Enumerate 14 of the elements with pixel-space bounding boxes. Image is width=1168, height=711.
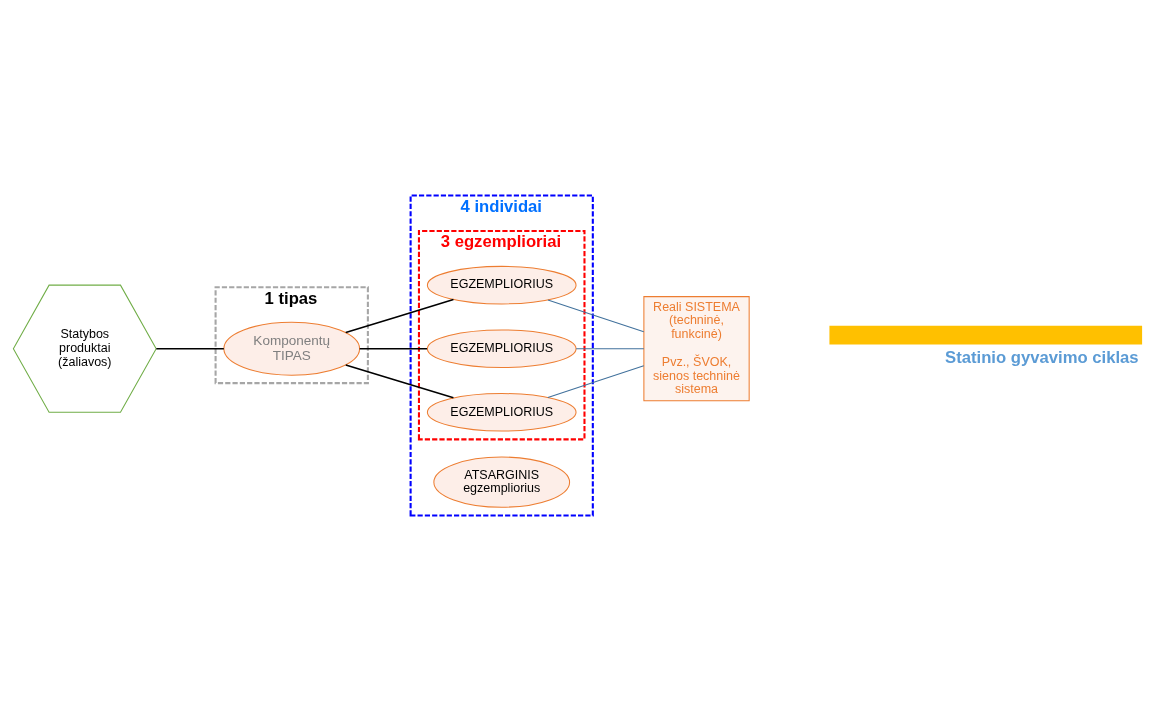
connector (547, 299, 645, 333)
connector (575, 348, 645, 350)
connector (547, 365, 645, 398)
node-ellipse: EGZEMPLIORIUS (426, 329, 577, 368)
connector (345, 364, 455, 399)
connector (358, 347, 428, 350)
node-ellipse: Komponentų TIPAS (223, 321, 361, 376)
node-ellipse: ATSARGINIS egzempliorius (433, 456, 571, 508)
node-box: Reali SISTEMA (techninė, funkcinė) Pvz., ŠVOK, sienos techninė sistema (643, 296, 750, 402)
node-ellipse: EGZEMPLIORIUS (426, 265, 577, 305)
connector (155, 347, 225, 350)
label: Statinio gyvavimo ciklas (945, 348, 1139, 368)
connector (345, 298, 455, 334)
node-ellipse: EGZEMPLIORIUS (426, 393, 577, 432)
